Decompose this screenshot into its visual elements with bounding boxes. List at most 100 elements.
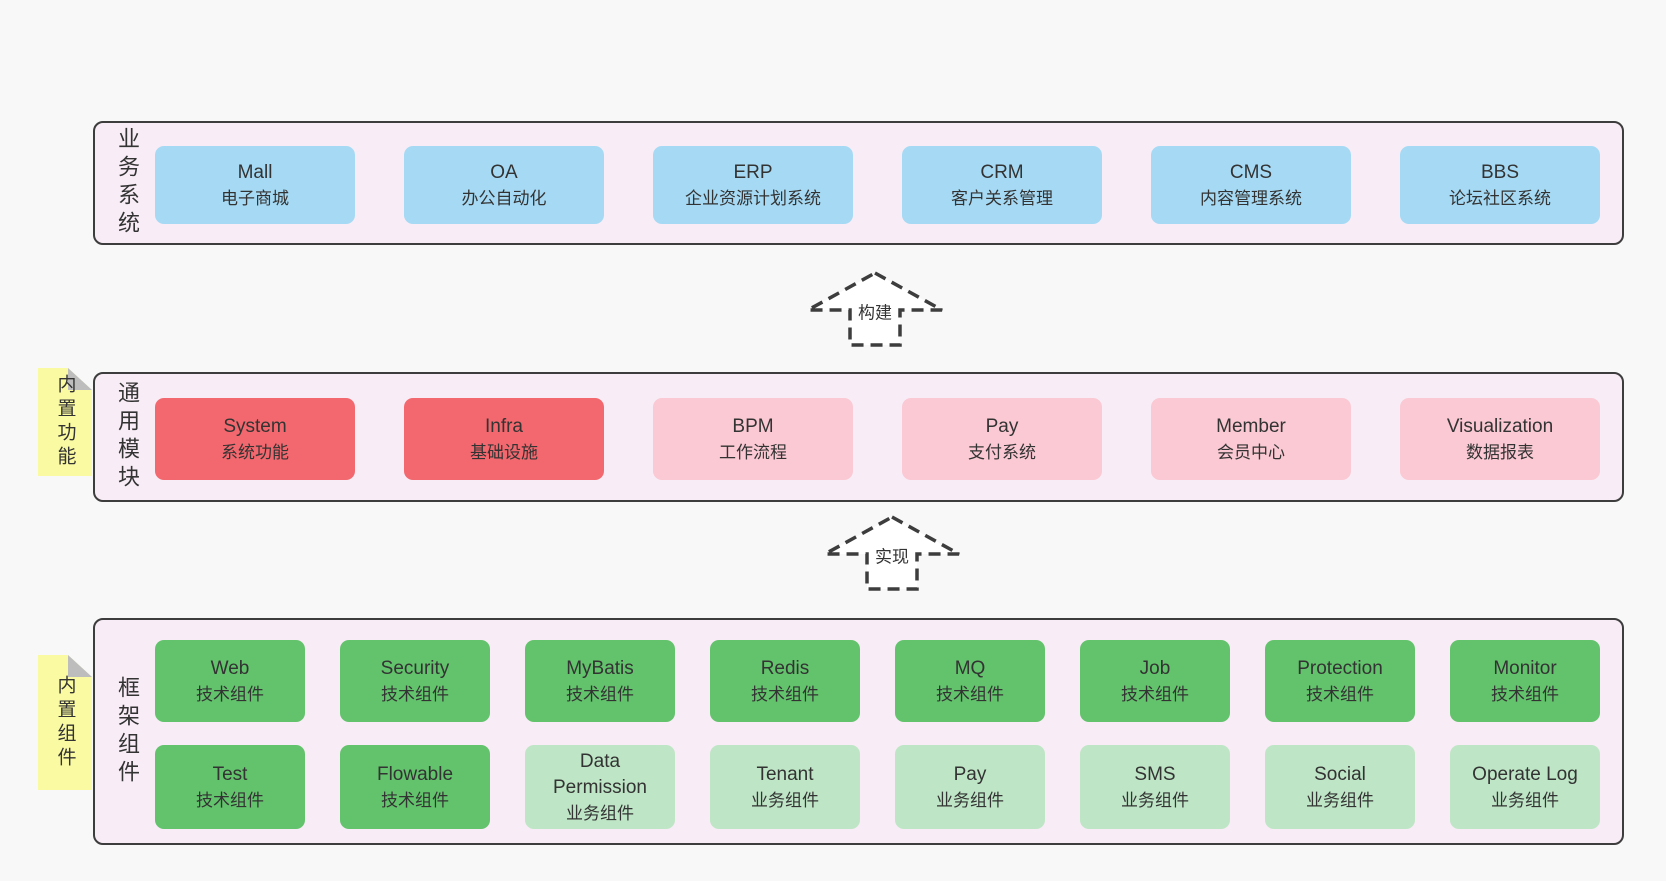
sticky-tag-built-in-features: 内置功能 bbox=[38, 368, 92, 476]
box-infra: Infra 基础设施 bbox=[404, 398, 604, 480]
box-title: OA bbox=[490, 161, 518, 183]
box-system: System 系统功能 bbox=[155, 398, 355, 480]
box-title: CMS bbox=[1229, 161, 1273, 183]
box-web: Web 技术组件 bbox=[155, 640, 305, 722]
box-title: Redis bbox=[760, 657, 810, 679]
box-title: Job bbox=[1139, 657, 1171, 679]
box-subtitle: 业务组件 bbox=[936, 790, 1004, 810]
box-subtitle: 会员中心 bbox=[1217, 442, 1285, 462]
box-title: MyBatis bbox=[566, 657, 634, 679]
box-subtitle: 基础设施 bbox=[470, 442, 538, 462]
panel-business-systems: 业务系统 Mall 电子商城 OA 办公自动化 ERP 企业资源计划系统 CRM… bbox=[93, 121, 1624, 245]
box-data-permission: Data Permission 业务组件 bbox=[525, 745, 675, 829]
box-protection: Protection 技术组件 bbox=[1265, 640, 1415, 722]
box-title: BPM bbox=[732, 415, 774, 437]
box-title: Social bbox=[1314, 763, 1366, 785]
arrow-build: 构建 bbox=[805, 270, 945, 348]
box-member: Member 会员中心 bbox=[1151, 398, 1351, 480]
box-title: ERP bbox=[733, 161, 773, 183]
box-cms: CMS 内容管理系统 bbox=[1151, 146, 1351, 224]
box-title: BBS bbox=[1480, 161, 1520, 183]
box-mq: MQ 技术组件 bbox=[895, 640, 1045, 722]
box-tenant: Tenant 业务组件 bbox=[710, 745, 860, 829]
box-subtitle: 技术组件 bbox=[381, 684, 449, 704]
box-flowable: Flowable 技术组件 bbox=[340, 745, 490, 829]
box-subtitle: 业务组件 bbox=[566, 803, 634, 823]
box-subtitle: 内容管理系统 bbox=[1200, 188, 1302, 208]
box-title: Tenant bbox=[756, 763, 814, 785]
box-subtitle: 技术组件 bbox=[1121, 684, 1189, 704]
box-subtitle: 技术组件 bbox=[566, 684, 634, 704]
box-title: SMS bbox=[1134, 763, 1176, 785]
box-title: MQ bbox=[954, 657, 986, 679]
box-subtitle: 技术组件 bbox=[196, 684, 264, 704]
arrow-implement: 实现 bbox=[822, 514, 962, 592]
box-subtitle: 工作流程 bbox=[719, 442, 787, 462]
box-monitor: Monitor 技术组件 bbox=[1450, 640, 1600, 722]
box-subtitle: 业务组件 bbox=[1121, 790, 1189, 810]
box-subtitle: 业务组件 bbox=[1306, 790, 1374, 810]
box-subtitle: 技术组件 bbox=[1491, 684, 1559, 704]
box-title: Member bbox=[1216, 415, 1286, 437]
arrow-build-label: 构建 bbox=[855, 297, 895, 325]
box-oa: OA 办公自动化 bbox=[404, 146, 604, 224]
box-subtitle: 电子商城 bbox=[221, 188, 289, 208]
sticky-tag-built-in-components: 内置组件 bbox=[38, 655, 92, 790]
box-redis: Redis 技术组件 bbox=[710, 640, 860, 722]
box-pay-component: Pay 业务组件 bbox=[895, 745, 1045, 829]
box-subtitle: 技术组件 bbox=[1306, 684, 1374, 704]
box-security: Security 技术组件 bbox=[340, 640, 490, 722]
box-subtitle: 系统功能 bbox=[221, 442, 289, 462]
box-title: Monitor bbox=[1493, 657, 1557, 679]
panel-label-framework-components: 框架组件 bbox=[115, 675, 140, 788]
box-subtitle: 技术组件 bbox=[196, 790, 264, 810]
panel-framework-components: 框架组件 Web 技术组件 Security 技术组件 MyBatis 技术组件… bbox=[93, 618, 1624, 845]
panel-label-business-systems: 业务系统 bbox=[115, 127, 140, 239]
box-title: CRM bbox=[980, 161, 1024, 183]
box-title: Mall bbox=[237, 161, 273, 183]
box-sms: SMS 业务组件 bbox=[1080, 745, 1230, 829]
box-subtitle: 技术组件 bbox=[751, 684, 819, 704]
box-title: Operate Log bbox=[1472, 763, 1578, 785]
panel-label-common-modules: 通用模块 bbox=[115, 381, 140, 493]
box-subtitle: 业务组件 bbox=[1491, 790, 1559, 810]
panel-common-modules: 通用模块 System 系统功能 Infra 基础设施 BPM 工作流程 Pay… bbox=[93, 372, 1624, 502]
box-mybatis: MyBatis 技术组件 bbox=[525, 640, 675, 722]
box-social: Social 业务组件 bbox=[1265, 745, 1415, 829]
box-subtitle: 客户关系管理 bbox=[951, 188, 1053, 208]
box-title: Pay bbox=[953, 763, 987, 785]
box-erp: ERP 企业资源计划系统 bbox=[653, 146, 853, 224]
box-mall: Mall 电子商城 bbox=[155, 146, 355, 224]
box-bpm: BPM 工作流程 bbox=[653, 398, 853, 480]
box-operate-log: Operate Log 业务组件 bbox=[1450, 745, 1600, 829]
box-subtitle: 论坛社区系统 bbox=[1449, 188, 1551, 208]
box-subtitle: 办公自动化 bbox=[461, 188, 547, 208]
box-title: Security bbox=[380, 657, 450, 679]
box-title: Pay bbox=[985, 415, 1019, 437]
sticky-tag-label: 内置组件 bbox=[54, 674, 76, 771]
box-title: Protection bbox=[1297, 657, 1383, 679]
box-title: Infra bbox=[484, 415, 524, 437]
box-title: Web bbox=[210, 657, 250, 679]
box-title: Visualization bbox=[1446, 415, 1554, 437]
box-test: Test 技术组件 bbox=[155, 745, 305, 829]
box-job: Job 技术组件 bbox=[1080, 640, 1230, 722]
box-pay-module: Pay 支付系统 bbox=[902, 398, 1102, 480]
box-subtitle: 业务组件 bbox=[751, 790, 819, 810]
box-title: Data Permission bbox=[553, 750, 647, 798]
box-visualization: Visualization 数据报表 bbox=[1400, 398, 1600, 480]
sticky-tag-label: 内置功能 bbox=[54, 374, 76, 470]
box-bbs: BBS 论坛社区系统 bbox=[1400, 146, 1600, 224]
box-subtitle: 技术组件 bbox=[381, 790, 449, 810]
box-subtitle: 支付系统 bbox=[968, 442, 1036, 462]
box-title: Flowable bbox=[376, 763, 454, 785]
box-title: System bbox=[223, 415, 287, 437]
box-crm: CRM 客户关系管理 bbox=[902, 146, 1102, 224]
box-subtitle: 数据报表 bbox=[1466, 442, 1534, 462]
sticky-note-background bbox=[38, 655, 92, 790]
box-subtitle: 企业资源计划系统 bbox=[685, 188, 821, 208]
box-subtitle: 技术组件 bbox=[936, 684, 1004, 704]
box-title: Test bbox=[212, 763, 248, 785]
